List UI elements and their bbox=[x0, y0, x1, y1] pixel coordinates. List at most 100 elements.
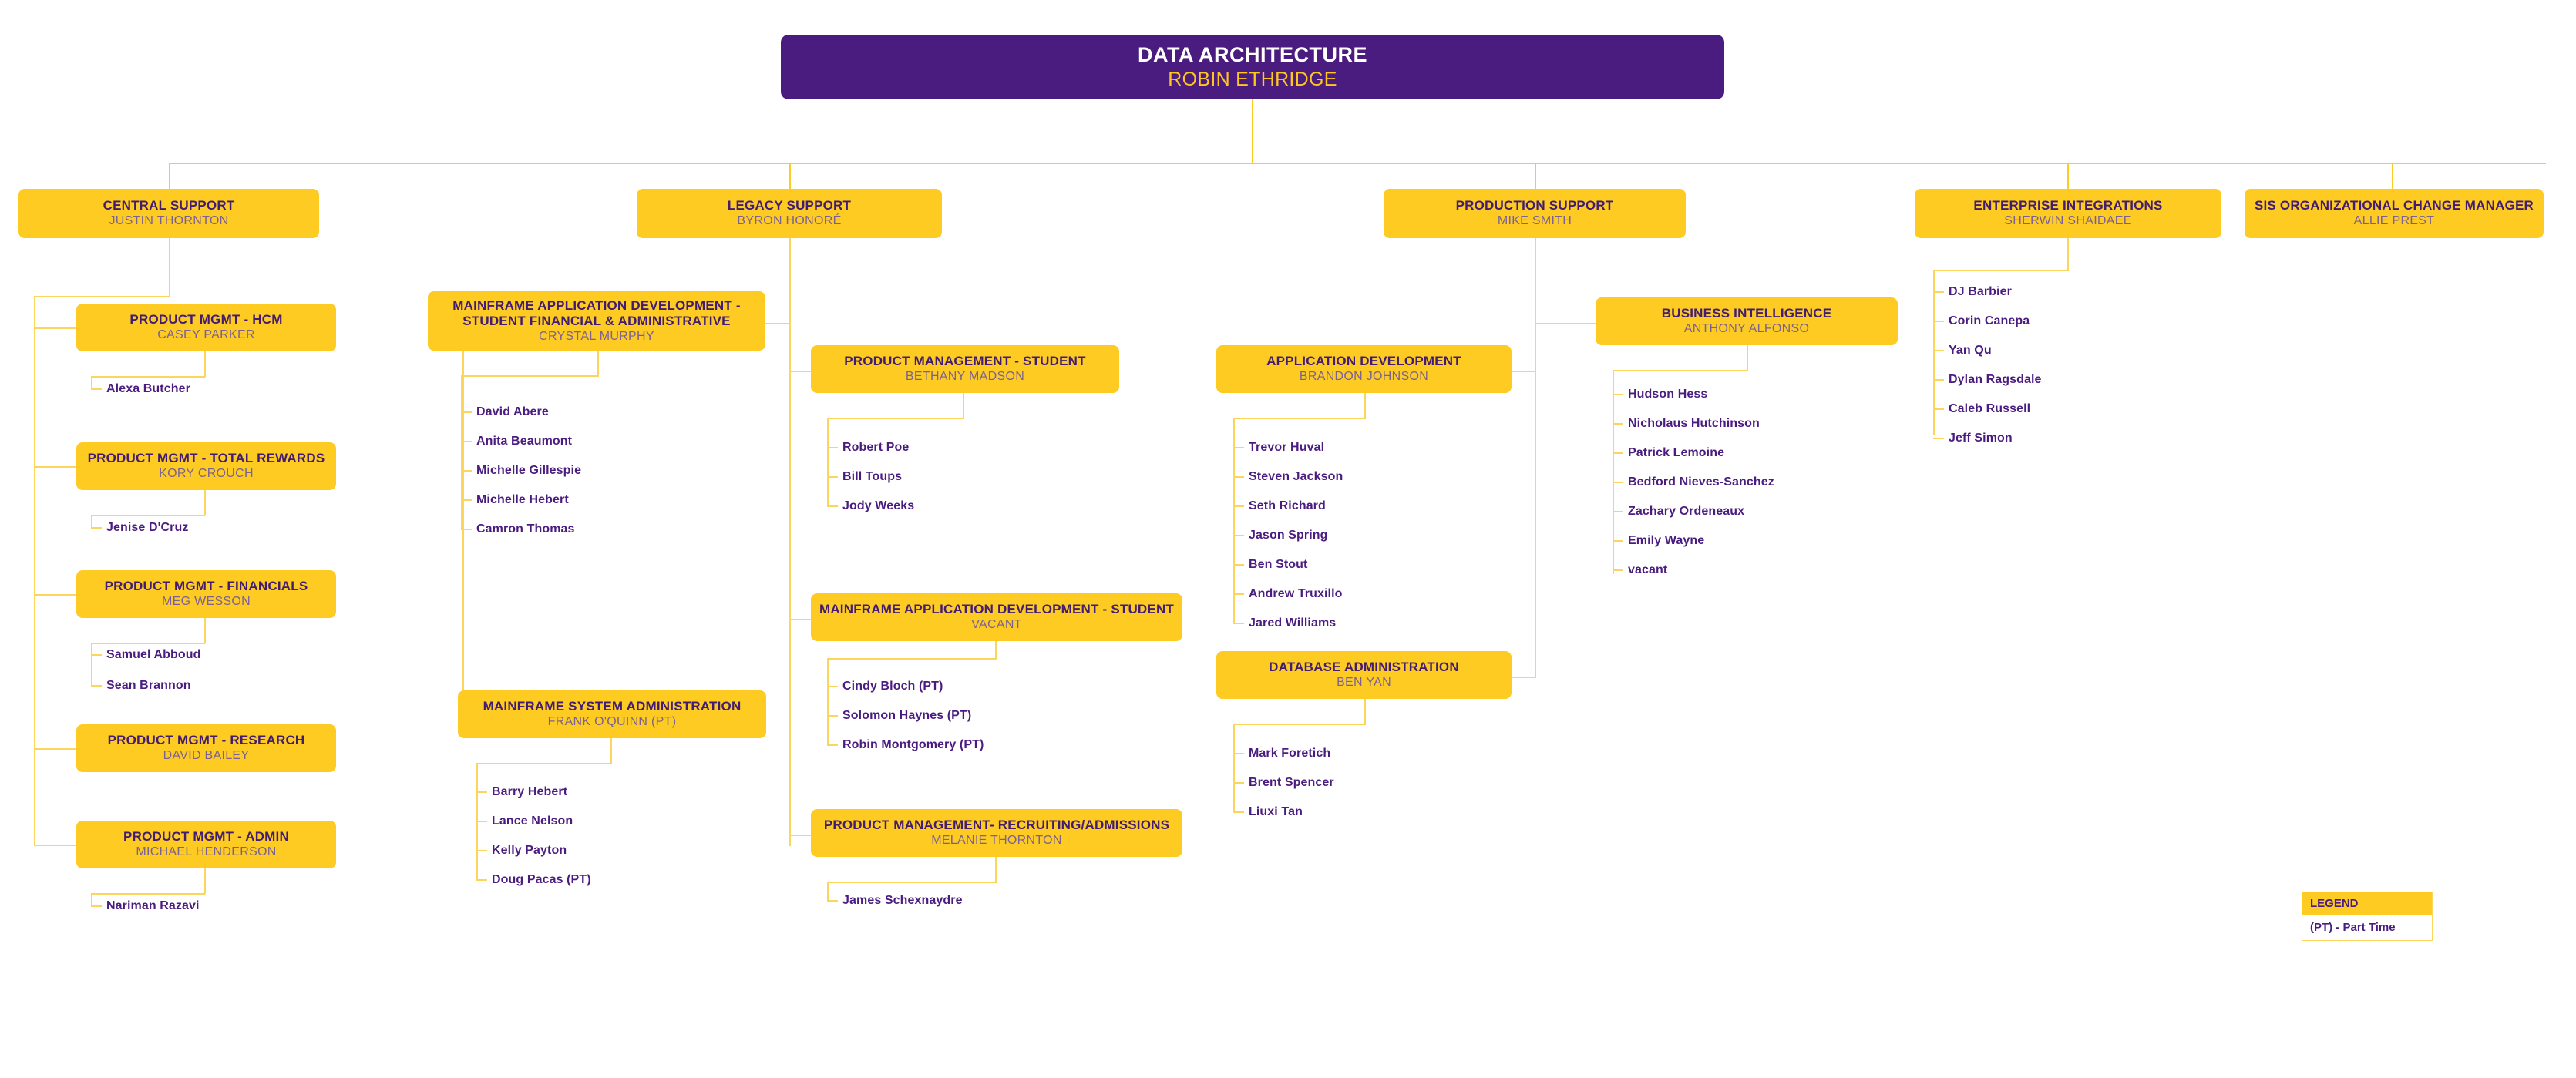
staff-name: Michelle Gillespie bbox=[476, 464, 582, 477]
leaf-stub bbox=[91, 654, 102, 656]
node-title: DATA ARCHITECTURE bbox=[1138, 43, 1367, 67]
leaf-stub bbox=[1933, 438, 1944, 439]
staff-name: Robert Poe bbox=[842, 441, 910, 454]
leaf-stub bbox=[461, 499, 472, 501]
connector-db-admin-stem bbox=[1364, 699, 1366, 724]
connector-pm-hcm-spine bbox=[91, 376, 92, 389]
connector-mf-student-bus bbox=[827, 658, 997, 660]
staff-name: Cindy Bloch (PT) bbox=[842, 680, 943, 693]
connector-central-elbow bbox=[34, 296, 170, 297]
node-database-administration[interactable]: DATABASE ADMINISTRATION BEN YAN bbox=[1216, 651, 1512, 699]
legend-box: LEGEND (PT) - Part Time bbox=[2302, 892, 2433, 941]
leaf-stub bbox=[1233, 811, 1244, 813]
node-application-development[interactable]: APPLICATION DEVELOPMENT BRANDON JOHNSON bbox=[1216, 345, 1512, 393]
node-pm-total-rewards[interactable]: PRODUCT MGMT - TOTAL REWARDS KORY CROUCH bbox=[76, 442, 336, 490]
staff-name: Samuel Abboud bbox=[106, 648, 201, 661]
node-person: JUSTIN THORNTON bbox=[109, 214, 229, 228]
connector-central-stem bbox=[169, 238, 170, 297]
leaf-stub bbox=[476, 821, 487, 822]
leaf-stub bbox=[1233, 753, 1244, 754]
node-mainframe-app-dev-student[interactable]: MAINFRAME APPLICATION DEVELOPMENT - STUD… bbox=[811, 593, 1182, 641]
node-pm-hcm[interactable]: PRODUCT MGMT - HCM CASEY PARKER bbox=[76, 304, 336, 351]
staff-name: Bill Toups bbox=[842, 470, 903, 483]
connector-legacy-stem bbox=[789, 238, 791, 297]
node-title: PRODUCT MGMT - TOTAL REWARDS bbox=[87, 451, 325, 466]
staff-name: Jeff Simon bbox=[1949, 432, 2013, 445]
leaf-stub bbox=[91, 685, 102, 687]
connector-pm-student-spine bbox=[827, 418, 829, 505]
leaf-stub bbox=[827, 715, 838, 717]
connector-drop-central bbox=[169, 163, 170, 193]
staff-name: Doug Pacas (PT) bbox=[492, 873, 591, 886]
leaf-stub bbox=[1933, 291, 1944, 293]
node-title: MAINFRAME SYSTEM ADMINISTRATION bbox=[483, 699, 742, 714]
node-person: ANTHONY ALFONSO bbox=[1683, 322, 1810, 336]
staff-name: Emily Wayne bbox=[1628, 534, 1705, 547]
connector-to-pm-student bbox=[789, 371, 812, 372]
connector-mf-sfa-spine bbox=[461, 375, 462, 529]
leaf-stub bbox=[827, 476, 838, 478]
node-legacy-support[interactable]: LEGACY SUPPORT BYRON HONORÉ bbox=[637, 189, 942, 238]
node-person: BRANDON JOHNSON bbox=[1299, 370, 1429, 384]
node-title: DATABASE ADMINISTRATION bbox=[1269, 660, 1459, 675]
node-pm-admin[interactable]: PRODUCT MGMT - ADMIN MICHAEL HENDERSON bbox=[76, 821, 336, 868]
node-pm-research[interactable]: PRODUCT MGMT - RESEARCH DAVID BAILEY bbox=[76, 724, 336, 772]
connector-app-dev-spine bbox=[1233, 418, 1235, 623]
staff-name: Corin Canepa bbox=[1949, 314, 2030, 327]
leaf-stub bbox=[1613, 423, 1623, 425]
node-pm-financials[interactable]: PRODUCT MGMT - FINANCIALS MEG WESSON bbox=[76, 570, 336, 618]
node-mainframe-app-dev-sfa[interactable]: MAINFRAME APPLICATION DEVELOPMENT - STUD… bbox=[428, 291, 765, 351]
staff-name: Hudson Hess bbox=[1628, 388, 1708, 401]
connector-drop-sis bbox=[2392, 163, 2393, 193]
node-person: BEN YAN bbox=[1337, 676, 1391, 690]
connector-app-dev-stem bbox=[1364, 393, 1366, 418]
connector-db-admin-spine bbox=[1233, 724, 1235, 811]
node-production-support[interactable]: PRODUCTION SUPPORT MIKE SMITH bbox=[1384, 189, 1686, 238]
node-person: CASEY PARKER bbox=[157, 328, 255, 342]
node-mainframe-system-admin[interactable]: MAINFRAME SYSTEM ADMINISTRATION FRANK O'… bbox=[458, 690, 766, 738]
leaf-stub bbox=[461, 470, 472, 472]
staff-name: James Schexnaydre bbox=[842, 894, 963, 907]
connector-enterprise-bus bbox=[1933, 270, 2069, 271]
node-person: SHERWIN SHAIDAEE bbox=[2004, 214, 2132, 228]
leaf-stub bbox=[1233, 564, 1244, 566]
connector-enterprise-stem bbox=[2067, 238, 2069, 270]
connector-production-spine bbox=[1535, 238, 1536, 677]
connector-mf-student-stem bbox=[995, 641, 997, 659]
connector-pm-rewards-bus bbox=[91, 515, 205, 516]
leaf-stub bbox=[476, 879, 487, 881]
node-person: MELANIE THORNTON bbox=[931, 834, 1062, 848]
leaf-stub bbox=[827, 447, 838, 448]
leaf-stub bbox=[461, 411, 472, 413]
node-enterprise-integrations[interactable]: ENTERPRISE INTEGRATIONS SHERWIN SHAIDAEE bbox=[1915, 189, 2221, 238]
leaf-stub bbox=[1933, 350, 1944, 351]
leaf-stub bbox=[1933, 379, 1944, 381]
node-sis-change-manager[interactable]: SIS ORGANIZATIONAL CHANGE MANAGER ALLIE … bbox=[2245, 189, 2544, 238]
staff-name: Jared Williams bbox=[1249, 616, 1337, 630]
connector-pm-admin-spine bbox=[91, 893, 92, 906]
connector-to-mf-student bbox=[789, 619, 812, 620]
staff-name: Anita Beaumont bbox=[476, 435, 573, 448]
node-pm-recruiting-admissions[interactable]: PRODUCT MANAGEMENT- RECRUITING/ADMISSION… bbox=[811, 809, 1182, 857]
staff-name: Barry Hebert bbox=[492, 785, 568, 798]
legend-entry-part-time: (PT) - Part Time bbox=[2302, 915, 2432, 940]
leaf-stub bbox=[1613, 394, 1623, 395]
node-person: VACANT bbox=[971, 618, 1022, 632]
staff-name: Alexa Butcher bbox=[106, 382, 190, 395]
leaf-stub bbox=[91, 905, 102, 907]
node-pm-student[interactable]: PRODUCT MANAGEMENT - STUDENT BETHANY MAD… bbox=[811, 345, 1119, 393]
connector-mf-student-spine bbox=[827, 658, 829, 745]
staff-name: David Abere bbox=[476, 405, 549, 418]
node-person: DAVID BAILEY bbox=[163, 749, 250, 763]
node-title: CENTRAL SUPPORT bbox=[103, 198, 235, 213]
staff-name: Andrew Truxillo bbox=[1249, 587, 1343, 600]
connector-legacy-spine bbox=[789, 296, 791, 846]
connector-to-app-dev bbox=[1512, 371, 1536, 372]
connector-central-spine bbox=[34, 296, 35, 845]
node-title: PRODUCT MGMT - FINANCIALS bbox=[104, 579, 308, 594]
node-business-intelligence[interactable]: BUSINESS INTELLIGENCE ANTHONY ALFONSO bbox=[1596, 297, 1898, 345]
node-data-architecture[interactable]: DATA ARCHITECTURE ROBIN ETHRIDGE bbox=[781, 35, 1724, 99]
node-person: KORY CROUCH bbox=[159, 467, 254, 481]
node-central-support[interactable]: CENTRAL SUPPORT JUSTIN THORNTON bbox=[18, 189, 319, 238]
connector-mf-sysadmin-bus bbox=[476, 763, 612, 764]
